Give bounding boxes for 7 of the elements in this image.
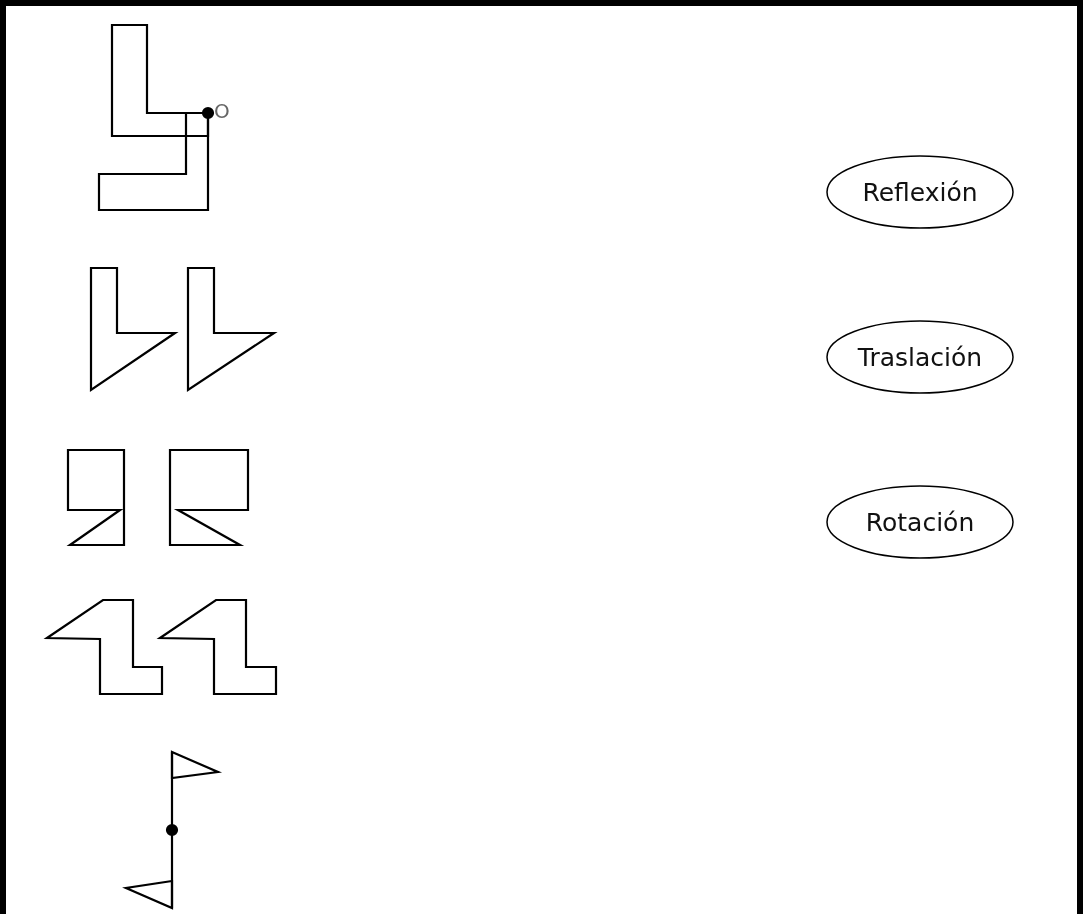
node-label: Reflexión bbox=[862, 177, 978, 207]
node-label: Rotación bbox=[865, 507, 975, 537]
node-label: Traslación bbox=[857, 342, 983, 372]
oval-node bbox=[825, 154, 1015, 230]
point-label: O bbox=[214, 99, 230, 123]
oval-node bbox=[825, 319, 1015, 395]
oval-node bbox=[825, 484, 1015, 560]
